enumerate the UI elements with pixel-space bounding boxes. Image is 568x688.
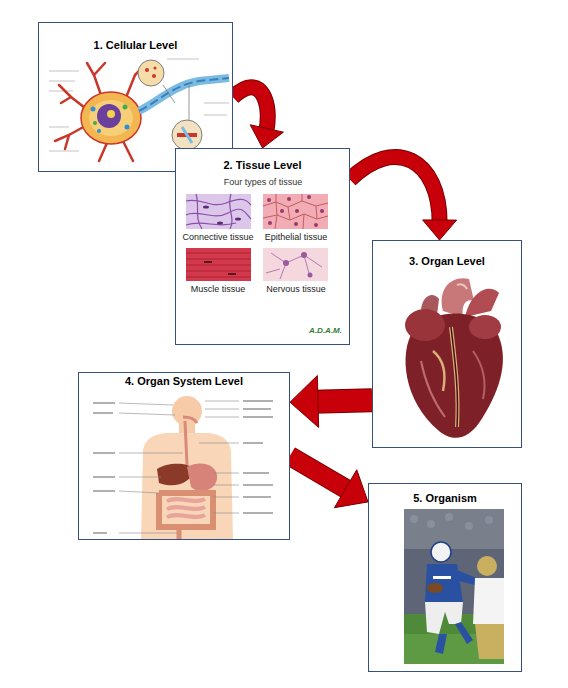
football-player-photo	[369, 484, 523, 673]
block-arrow	[290, 376, 372, 428]
block-arrow	[233, 87, 283, 148]
panel-heading: Four types of tissue	[224, 177, 303, 187]
arrow-outline	[314, 400, 372, 401]
tissue-caption: Connective tissue	[182, 232, 253, 242]
arrow-head	[423, 220, 457, 240]
tissue-caption: Epithelial tissue	[265, 232, 328, 242]
level-box: 2. Tissue LevelFour types of tissueConne…	[175, 148, 350, 345]
label-holder: Epithelial tissue	[265, 232, 328, 242]
level-box: 5. Organism	[368, 483, 522, 672]
block-arrow	[290, 456, 368, 508]
watermark: A.D.A.M.	[309, 326, 342, 335]
level-title: 4. Organ System Level	[125, 375, 243, 387]
arrow-shaft	[290, 456, 349, 491]
level-title: 1. Cellular Level	[94, 39, 178, 51]
level-box: 4. Organ System Level	[78, 372, 290, 540]
label-holder: Four types of tissue	[224, 177, 303, 187]
level-title: 3. Organ Level	[409, 255, 485, 267]
tissue-caption: Nervous tissue	[266, 284, 326, 294]
block-arrow	[350, 157, 457, 240]
label-holder: Connective tissue	[182, 232, 253, 242]
label-holder: Muscle tissue	[191, 284, 246, 294]
level-box: 3. Organ Level	[372, 240, 522, 448]
level-title: 2. Tissue Level	[223, 159, 301, 171]
arrow-head	[250, 125, 283, 148]
arrow-shaft	[314, 400, 372, 401]
arrow-outline	[290, 456, 349, 491]
digestive-system-illustration	[79, 373, 291, 541]
tissue-caption: Muscle tissue	[191, 284, 246, 294]
level-title: 5. Organism	[413, 492, 477, 504]
arrow-outline	[350, 157, 440, 223]
arrow-shaft	[350, 157, 440, 223]
label-holder: Nervous tissue	[266, 284, 326, 294]
arrow-head	[290, 376, 319, 428]
label-holder: A.D.A.M.	[309, 326, 342, 335]
arrow-head	[334, 470, 368, 508]
heart-photo	[373, 241, 523, 449]
